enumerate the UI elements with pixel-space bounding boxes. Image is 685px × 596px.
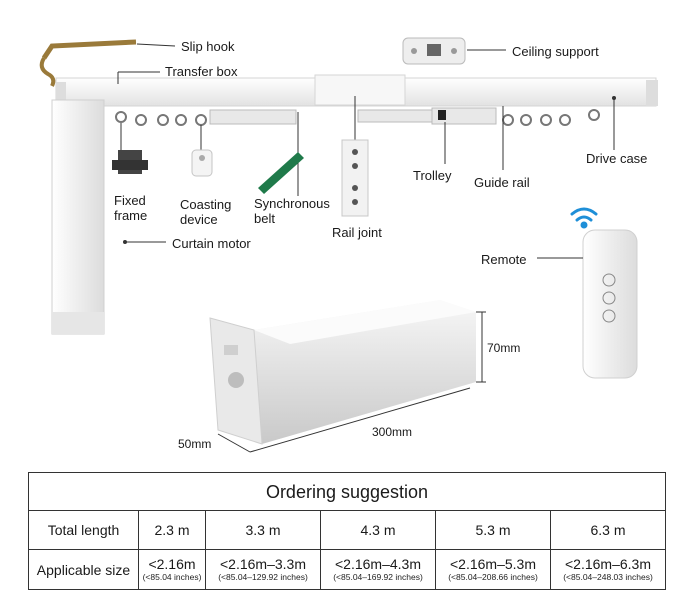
length-cell: 5.3 m xyxy=(436,511,551,549)
label-fixed-frame: Fixed frame xyxy=(114,193,148,223)
label-trolley: Trolley xyxy=(413,168,452,183)
dimension-lines xyxy=(217,311,486,453)
dim-width: 50mm xyxy=(178,437,212,451)
ceiling-support-icon xyxy=(402,37,466,65)
row-header-applicable-size: Applicable size xyxy=(29,550,139,589)
diagram-art xyxy=(39,37,658,453)
length-cell: 3.3 m xyxy=(206,511,321,549)
curtain-motor-icon xyxy=(51,99,105,335)
label-coasting-device: Coasting device xyxy=(180,197,232,227)
length-cell: 4.3 m xyxy=(321,511,436,549)
label-rail-joint: Rail joint xyxy=(332,225,382,240)
motor-box-icon xyxy=(209,300,476,445)
rail-joint-icon xyxy=(341,139,369,217)
fixed-frame-icon xyxy=(112,150,148,174)
size-inches: (<85.04–169.92 inches) xyxy=(333,572,423,582)
row-header-total-length: Total length xyxy=(29,511,139,549)
size-value: <2.16m–4.3m xyxy=(335,556,421,572)
label-slip-hook: Slip hook xyxy=(181,39,235,54)
coasting-device-icon xyxy=(191,149,213,177)
product-diagram: Slip hook Ceiling support Transfer box D… xyxy=(39,37,658,453)
synchronous-belt-icon xyxy=(258,152,304,194)
size-value: <2.16m xyxy=(148,556,196,572)
size-inches: (<85.04 inches) xyxy=(142,572,202,582)
size-value: <2.16m–6.3m xyxy=(565,556,651,572)
slip-hook-icon xyxy=(39,39,137,87)
wifi-icon xyxy=(570,207,598,229)
size-inches: (<85.04–129.92 inches) xyxy=(218,572,308,582)
dim-height: 70mm xyxy=(487,341,521,355)
length-cell: 6.3 m xyxy=(590,521,626,538)
label-transfer-box: Transfer box xyxy=(165,64,238,79)
remote-control-icon xyxy=(582,229,638,379)
label-curtain-motor: Curtain motor xyxy=(172,236,251,251)
dim-length: 300mm xyxy=(372,425,413,439)
label-drive-case: Drive case xyxy=(586,151,648,166)
size-value: <2.16m–3.3m xyxy=(220,556,306,572)
size-inches: (<85.04–248.03 inches) xyxy=(563,572,653,582)
label-remote: Remote xyxy=(481,252,527,267)
size-cell: <2.16m (<85.04 inches) xyxy=(139,550,206,589)
ordering-title: Ordering suggestion xyxy=(29,473,665,511)
label-ceiling-support: Ceiling support xyxy=(512,44,599,59)
size-inches: (<85.04–208.66 inches) xyxy=(448,572,538,582)
guide-rail-icon xyxy=(55,74,658,107)
ordering-table: Ordering suggestion Total length 2.3 m 3… xyxy=(28,472,666,590)
size-cell: <2.16m–5.3m (<85.04–208.66 inches) xyxy=(436,550,551,589)
table-row-applicable-size: Applicable size <2.16m (<85.04 inches) <… xyxy=(29,550,665,589)
length-cell: 2.3 m xyxy=(139,511,206,549)
size-cell: <2.16m–6.3m (<85.04–248.03 inches) xyxy=(551,550,665,589)
label-synchronous-belt: Synchronous belt xyxy=(254,196,330,226)
table-row-total-length: Total length 2.3 m 3.3 m 4.3 m 5.3 m 6.3… xyxy=(29,511,665,550)
trolley-icon xyxy=(209,107,497,125)
label-guide-rail: Guide rail xyxy=(474,175,530,190)
size-cell: <2.16m–4.3m (<85.04–169.92 inches) xyxy=(321,550,436,589)
glider-icons xyxy=(115,109,600,126)
size-value: <2.16m–5.3m xyxy=(450,556,536,572)
size-cell: <2.16m–3.3m (<85.04–129.92 inches) xyxy=(206,550,321,589)
